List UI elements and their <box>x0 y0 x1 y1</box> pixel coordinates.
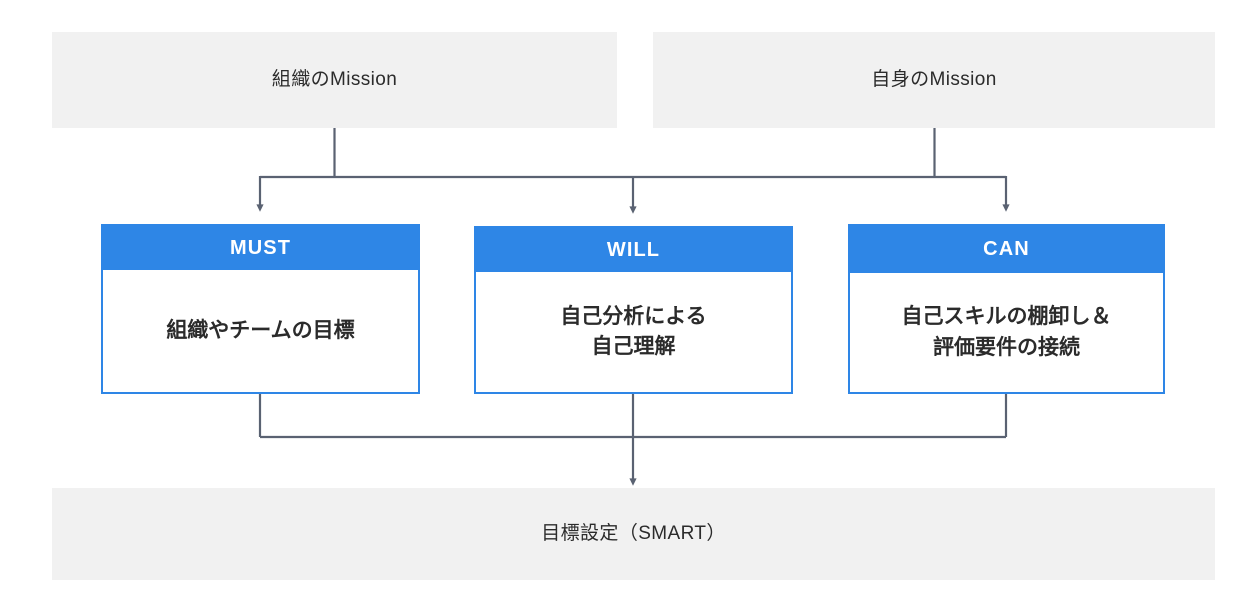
node-mission-self: 自身のMission <box>653 32 1215 128</box>
card-will-body-text: 自己分析による 自己理解 <box>560 304 707 358</box>
card-will-header: WILL <box>476 228 791 272</box>
card-can-body-text: 自己スキルの棚卸し＆ 評価要件の接続 <box>901 305 1112 359</box>
card-can-header: CAN <box>850 226 1163 273</box>
card-must-body: 組織やチームの目標 <box>103 270 418 392</box>
card-can-body: 自己スキルの棚卸し＆ 評価要件の接続 <box>850 273 1163 392</box>
node-goal-setting-label: 目標設定（SMART） <box>541 522 726 544</box>
card-must-body-text: 組織やチームの目標 <box>166 318 355 342</box>
card-must-header: MUST <box>103 226 418 270</box>
node-mission-self-label: 自身のMission <box>871 68 997 90</box>
card-must: MUST 組織やチームの目標 <box>101 224 420 394</box>
node-goal-setting: 目標設定（SMART） <box>52 488 1215 580</box>
card-will: WILL 自己分析による 自己理解 <box>474 226 793 394</box>
card-can: CAN 自己スキルの棚卸し＆ 評価要件の接続 <box>848 224 1165 394</box>
node-mission-organization-label: 組織のMission <box>271 68 398 90</box>
node-mission-organization: 組織のMission <box>52 32 617 128</box>
card-will-body: 自己分析による 自己理解 <box>476 272 791 392</box>
